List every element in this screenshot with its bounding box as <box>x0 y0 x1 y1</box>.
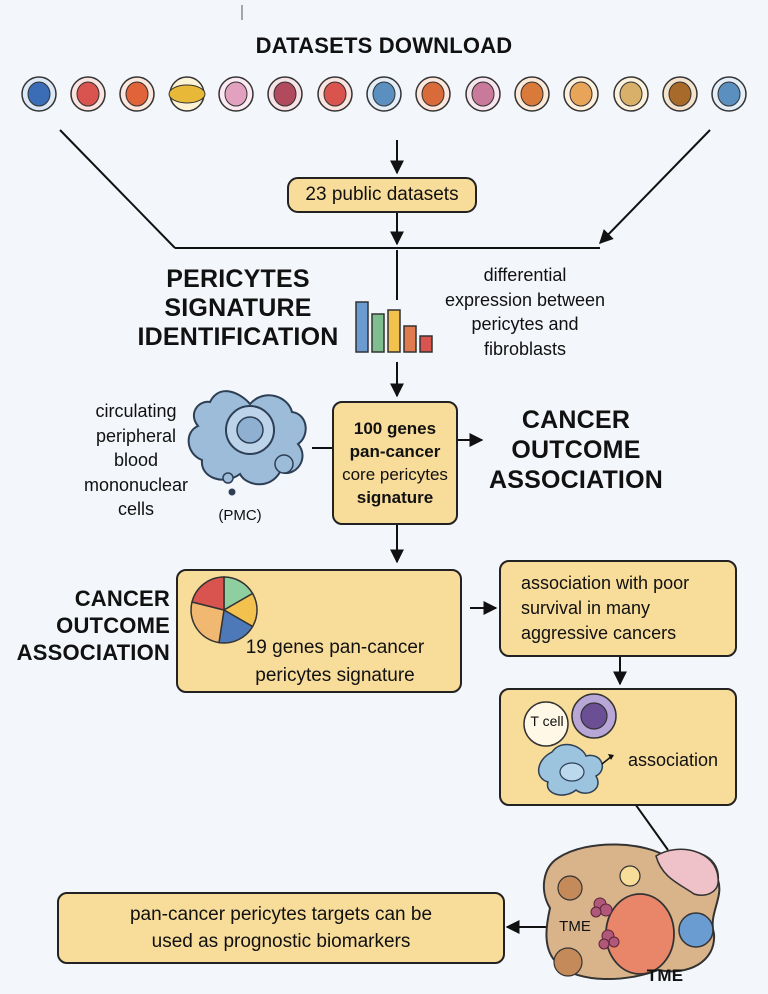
uterus-icon <box>464 76 501 112</box>
page-title: DATASETS DOWNLOAD <box>255 33 513 58</box>
pie-chart-icon <box>190 576 258 644</box>
outcome-title-right: CANCER OUTCOME ASSOCIATION <box>489 406 663 494</box>
pbmc-cell-icon <box>187 390 307 496</box>
datasets-box: 23 public datasets <box>287 177 477 213</box>
tme-illustration <box>542 843 721 981</box>
tme-inner-label: TME <box>559 918 591 935</box>
breast-icon <box>563 76 600 112</box>
colon-icon <box>168 76 206 112</box>
outcome-title-left: CANCER OUTCOME ASSOCIATION <box>16 586 170 665</box>
bone-icon <box>662 76 698 112</box>
intestine-icon <box>316 76 353 112</box>
brain-icon <box>20 76 57 112</box>
lung-icon <box>267 76 304 112</box>
core-signature-box: 100 genes pan-cancer core pericytes sign… <box>332 401 458 525</box>
pancreas-icon <box>218 76 254 112</box>
tissue-icon-row <box>14 72 754 116</box>
biomarker-box: pan-cancer pericytes targets can be used… <box>57 892 505 964</box>
funnel-right-arrow <box>599 129 711 245</box>
liver-icon <box>415 76 452 112</box>
funnel-left-line <box>59 129 176 249</box>
pbmc-abbr: (PMC) <box>218 507 262 524</box>
signature-box-text: 19 genes pan-cancer pericytes signature <box>245 637 425 686</box>
ovary-icon <box>612 76 649 112</box>
kidney-icon <box>119 76 156 112</box>
skin-icon <box>711 76 748 112</box>
pbmc-text: circulating peripheral blood mononuclear… <box>83 401 189 519</box>
signature-title: PERICYTES SIGNATURE IDENTIFICATION <box>137 265 339 351</box>
diff-expr-text: differential expression between pericyte… <box>444 265 606 359</box>
association-label: association <box>627 750 719 770</box>
tme-outer-label: TME <box>646 966 684 985</box>
datasets-text: 23 public datasets <box>305 184 459 205</box>
immune-cells-icon <box>523 693 617 796</box>
tcell-label: T cell <box>530 713 564 729</box>
prostate-icon <box>514 76 550 112</box>
bladder-icon <box>366 76 402 112</box>
stomach-icon <box>70 76 106 112</box>
survival-box: association with poor survival in many a… <box>499 560 737 657</box>
bar-chart-icon <box>355 301 433 353</box>
